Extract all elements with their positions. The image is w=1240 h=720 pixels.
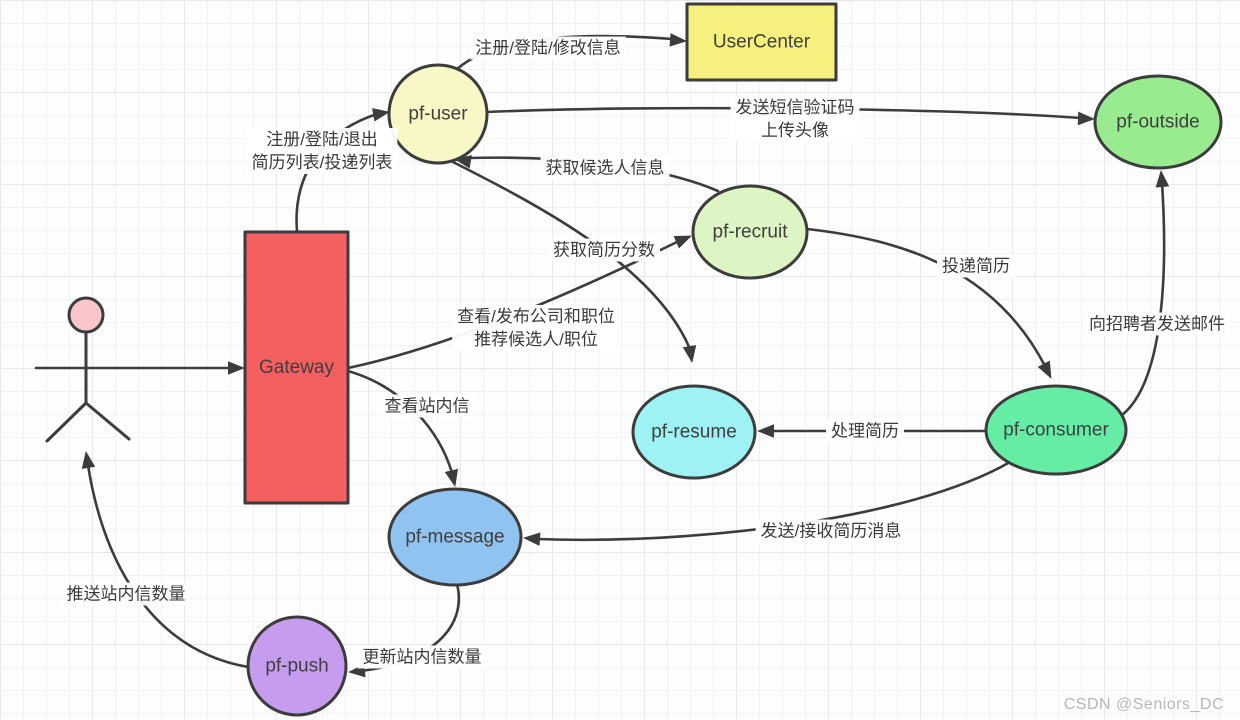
arrowhead-icon <box>1155 170 1170 188</box>
node-label-user-center: UserCenter <box>713 32 811 53</box>
node-pf-push: pf-push <box>246 615 348 717</box>
edge-label-text: 更新站内信数量 <box>363 648 482 667</box>
pf-consumer-shape <box>984 384 1128 476</box>
edge-label-pf-consumer-to-pf-outside: 向招聘者发送邮件 <box>1084 312 1230 336</box>
edge-label-pf-user-to-pf-resume: 获取简历分数 <box>548 238 660 262</box>
pf-resume-shape <box>631 384 757 480</box>
edge-label-pf-user-to-user-center: 注册/登陆/修改信息 <box>470 36 626 60</box>
node-pf-outside: pf-outside <box>1093 74 1223 170</box>
edge-label-text: 查看/发布公司和职位 <box>457 307 615 326</box>
edge-label-bg <box>452 305 620 351</box>
arrowhead-icon <box>1037 360 1052 379</box>
arrowhead-icon <box>372 108 390 122</box>
pf-message-shape <box>387 487 523 587</box>
edge-label-bg <box>826 419 904 443</box>
edge-label-bg <box>540 156 670 180</box>
edge-label-text: 投递简历 <box>942 257 1010 276</box>
edge-label-text: 注册/登陆/退出 <box>266 130 377 149</box>
node-label-pf-user: pf-user <box>408 104 468 125</box>
edge-label-text: 向招聘者发送邮件 <box>1089 315 1225 334</box>
node-label-pf-outside: pf-outside <box>1116 112 1199 133</box>
edge-label-pf-consumer-to-pf-message: 发送/接收简历消息 <box>755 519 907 543</box>
arrowhead-icon <box>673 235 692 249</box>
edge-label-text: 上传头像 <box>761 121 829 140</box>
edge-pf-recruit-to-pf-consumer <box>805 227 1047 368</box>
edge-label-text: 获取简历分数 <box>553 241 655 260</box>
edge-label-text: 简历列表/投递列表 <box>252 153 393 172</box>
node-label-pf-recruit: pf-recruit <box>713 222 789 243</box>
arrowhead-icon <box>669 33 687 47</box>
pf-outside-shape <box>1093 74 1223 170</box>
node-label-pf-resume: pf-resume <box>651 422 737 443</box>
watermark: CSDN @Seniors_DC <box>1063 696 1224 713</box>
actor-figure <box>45 296 131 443</box>
edge-label-text: 注册/登陆/修改信息 <box>475 39 620 58</box>
edge-label-bg <box>61 582 191 606</box>
edge-label-gateway-to-pf-message: 查看站内信 <box>379 394 475 418</box>
arrowhead-icon <box>757 424 774 438</box>
edge-label-text: 获取候选人信息 <box>546 159 665 178</box>
edge-label-pf-push-to-actor: 推送站内信数量 <box>61 582 191 606</box>
edge-label-bg <box>357 645 487 669</box>
node-gateway: Gateway <box>243 230 350 505</box>
edge-label-pf-recruit-to-pf-user: 获取候选人信息 <box>540 156 670 180</box>
gateway-shape <box>243 230 350 505</box>
edge-label-text: 推送站内信数量 <box>67 585 186 604</box>
node-label-pf-push: pf-push <box>265 656 328 677</box>
arrowhead-icon <box>1077 111 1095 126</box>
edge-label-bg <box>937 254 1015 278</box>
arrowhead-icon <box>523 532 541 546</box>
edge-pf-push-to-actor <box>86 463 250 669</box>
user-center-shape <box>685 2 838 82</box>
node-layer: Gateway pf-user UserCenter pf-outside pf-rec… <box>243 2 1223 717</box>
node-pf-user: pf-user <box>387 63 489 165</box>
node-pf-message: pf-message <box>387 487 523 587</box>
edge-label-pf-consumer-to-pf-resume: 处理简历 <box>826 419 904 443</box>
arrowhead-icon <box>444 468 459 487</box>
arrowhead-icon <box>81 451 96 469</box>
edge-label-text: 发送短信验证码 <box>736 98 855 117</box>
edge-gateway-to-pf-message <box>346 369 454 475</box>
node-label-gateway: Gateway <box>259 357 334 378</box>
edge-label-text: 推荐候选人/职位 <box>474 330 598 349</box>
node-pf-resume: pf-resume <box>631 384 757 480</box>
edge-label-bg <box>548 238 660 262</box>
edge-label-bg <box>379 394 475 418</box>
pf-user-shape <box>387 63 489 165</box>
edge-label-bg <box>730 96 860 142</box>
edge-pf-consumer-to-pf-outside <box>1120 181 1166 417</box>
edge-label-pf-message-to-pf-push: 更新站内信数量 <box>357 645 487 669</box>
arrowhead-icon <box>228 361 245 375</box>
actor-head-icon <box>67 296 105 334</box>
arrowhead-icon <box>682 345 697 363</box>
edge-label-pf-recruit-to-pf-consumer: 投递简历 <box>937 254 1015 278</box>
pf-recruit-shape <box>691 184 809 280</box>
pf-push-shape <box>246 615 348 717</box>
actor-leg-right <box>84 401 131 441</box>
node-label-pf-consumer: pf-consumer <box>1003 420 1109 441</box>
edge-label-text: 处理简历 <box>831 422 899 441</box>
node-pf-consumer: pf-consumer <box>984 384 1128 476</box>
edge-label-bg <box>470 36 626 60</box>
edge-label-bg <box>755 519 907 543</box>
node-user-center: UserCenter <box>685 2 838 82</box>
edge-label-text: 查看站内信 <box>385 397 470 416</box>
actor-leg-left <box>45 401 88 443</box>
edge-label-bg <box>246 128 398 174</box>
edge-label-bg <box>1084 312 1230 336</box>
node-label-pf-message: pf-message <box>405 527 504 548</box>
edge-label-text: 发送/接收简历消息 <box>761 522 902 541</box>
edge-layer <box>34 33 1170 678</box>
node-pf-recruit: pf-recruit <box>691 184 809 280</box>
